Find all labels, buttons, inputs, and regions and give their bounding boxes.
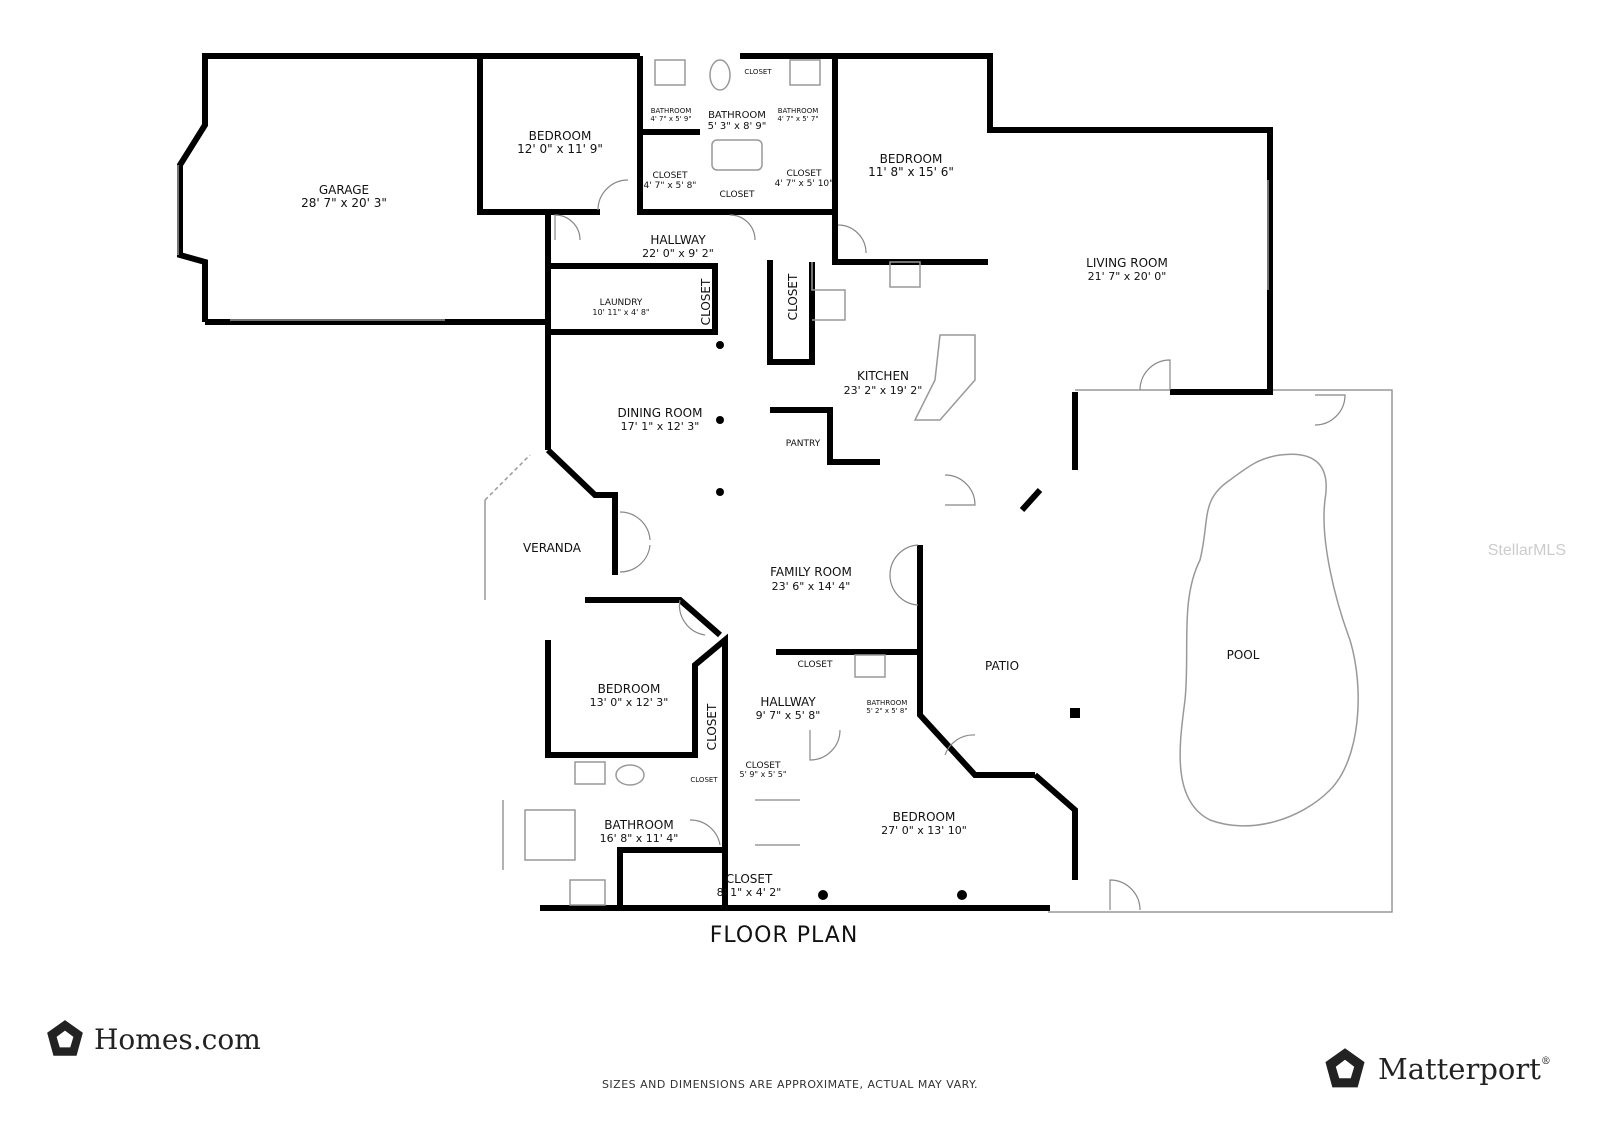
- svg-text:CLOSET: CLOSET: [786, 273, 800, 320]
- plan-title: FLOOR PLAN: [710, 923, 859, 948]
- pool-outline: [1179, 453, 1359, 827]
- door-swings: [554, 179, 1346, 911]
- svg-text:8' 1" x 4' 2": 8' 1" x 4' 2": [717, 886, 782, 899]
- svg-text:HALLWAY: HALLWAY: [760, 695, 816, 709]
- svg-text:4' 7" x 5' 10": 4' 7" x 5' 10": [775, 179, 834, 189]
- svg-text:CLOSET: CLOSET: [787, 169, 822, 179]
- svg-text:PANTRY: PANTRY: [786, 439, 821, 449]
- svg-text:BATHROOM: BATHROOM: [867, 699, 908, 707]
- svg-text:5' 3" x 8' 9": 5' 3" x 8' 9": [708, 121, 767, 132]
- walls: [177, 53, 1273, 911]
- svg-text:11' 8" x 15' 6": 11' 8" x 15' 6": [868, 165, 954, 179]
- svg-text:10' 11" x 4' 8": 10' 11" x 4' 8": [592, 308, 649, 317]
- svg-text:BEDROOM: BEDROOM: [893, 810, 956, 824]
- svg-text:VERANDA: VERANDA: [523, 541, 582, 555]
- kitchen-island: [913, 334, 976, 421]
- sink-icon: [574, 761, 606, 785]
- svg-text:BATHROOM: BATHROOM: [604, 818, 673, 832]
- windows: [177, 165, 1269, 870]
- svg-text:CLOSET: CLOSET: [653, 171, 688, 181]
- svg-text:BATHROOM: BATHROOM: [651, 107, 692, 115]
- sink-icon: [654, 59, 686, 86]
- bathtub-icon: [524, 809, 576, 861]
- sink-icon: [854, 654, 886, 678]
- svg-text:4' 7" x 5' 8": 4' 7" x 5' 8": [644, 181, 697, 191]
- bedroom1-dims: 12' 0" x 11' 9": [517, 142, 603, 156]
- garage-label: GARAGE: [319, 183, 369, 197]
- garage-dims: 28' 7" x 20' 3": [301, 196, 387, 210]
- svg-text:LIVING ROOM: LIVING ROOM: [1086, 256, 1168, 270]
- svg-text:5' 2" x 5' 8": 5' 2" x 5' 8": [866, 707, 907, 715]
- stove-icon: [889, 261, 921, 288]
- svg-text:LAUNDRY: LAUNDRY: [600, 298, 643, 308]
- svg-text:4' 7" x 5' 7": 4' 7" x 5' 7": [777, 115, 818, 123]
- svg-text:17' 1" x 12' 3": 17' 1" x 12' 3": [621, 420, 700, 433]
- svg-text:CLOSET: CLOSET: [746, 761, 781, 771]
- svg-text:HALLWAY: HALLWAY: [650, 233, 706, 247]
- svg-text:DINING ROOM: DINING ROOM: [618, 406, 703, 420]
- svg-text:CLOSET: CLOSET: [798, 660, 833, 670]
- svg-text:13' 0" x 12' 3": 13' 0" x 12' 3": [590, 696, 669, 709]
- svg-text:BATHROOM: BATHROOM: [708, 110, 766, 121]
- toilet-icon: [615, 764, 645, 786]
- svg-text:CLOSET: CLOSET: [705, 703, 719, 750]
- sink-icon: [569, 879, 606, 906]
- column: [1070, 708, 1080, 718]
- svg-text:4' 7" x 5' 9": 4' 7" x 5' 9": [650, 115, 691, 123]
- fixtures: [524, 59, 1080, 906]
- svg-text:BEDROOM: BEDROOM: [880, 152, 943, 166]
- svg-text:27' 0" x 13' 10": 27' 0" x 13' 10": [881, 824, 967, 837]
- svg-text:16' 8" x 11' 4": 16' 8" x 11' 4": [600, 832, 679, 845]
- svg-text:BATHROOM: BATHROOM: [778, 107, 819, 115]
- svg-text:CLOSET: CLOSET: [720, 190, 755, 200]
- svg-text:23' 6" x 14' 4": 23' 6" x 14' 4": [772, 580, 851, 593]
- bedroom1-label: BEDROOM: [529, 129, 592, 143]
- svg-text:CLOSET: CLOSET: [699, 278, 713, 325]
- svg-text:CLOSET: CLOSET: [690, 776, 718, 784]
- bathtub-icon: [711, 139, 763, 171]
- room-labels: GARAGE 28' 7" x 20' 3" BEDROOM 12' 0" x …: [301, 68, 1260, 899]
- svg-text:9' 7" x 5' 8": 9' 7" x 5' 8": [756, 709, 821, 722]
- svg-text:CLOSET: CLOSET: [726, 872, 773, 886]
- toilet-icon: [709, 59, 731, 91]
- pool-enclosure: [1048, 389, 1393, 913]
- svg-text:KITCHEN: KITCHEN: [857, 369, 909, 383]
- disclaimer: SIZES AND DIMENSIONS ARE APPROXIMATE, AC…: [601, 1078, 979, 1091]
- matterport-mark-icon: [1325, 1048, 1365, 1088]
- svg-text:21' 7" x 20' 0": 21' 7" x 20' 0": [1088, 270, 1167, 283]
- matterport-logo: Matterport ®: [1322, 1046, 1551, 1092]
- svg-text:22' 0" x 9' 2": 22' 0" x 9' 2": [642, 247, 714, 260]
- homes-mark-icon: [47, 1020, 83, 1056]
- sink-icon: [789, 59, 821, 86]
- svg-text:PATIO: PATIO: [985, 659, 1019, 673]
- svg-text:5' 9" x 5' 5": 5' 9" x 5' 5": [739, 770, 786, 779]
- watermark: StellarMLS: [1487, 542, 1566, 559]
- homes-logo: Homes.com: [44, 1018, 261, 1060]
- svg-text:CLOSET: CLOSET: [744, 68, 772, 76]
- svg-text:23' 2" x 19' 2": 23' 2" x 19' 2": [844, 384, 923, 397]
- svg-text:POOL: POOL: [1227, 648, 1260, 662]
- svg-text:FAMILY ROOM: FAMILY ROOM: [770, 565, 852, 579]
- svg-text:BEDROOM: BEDROOM: [598, 682, 661, 696]
